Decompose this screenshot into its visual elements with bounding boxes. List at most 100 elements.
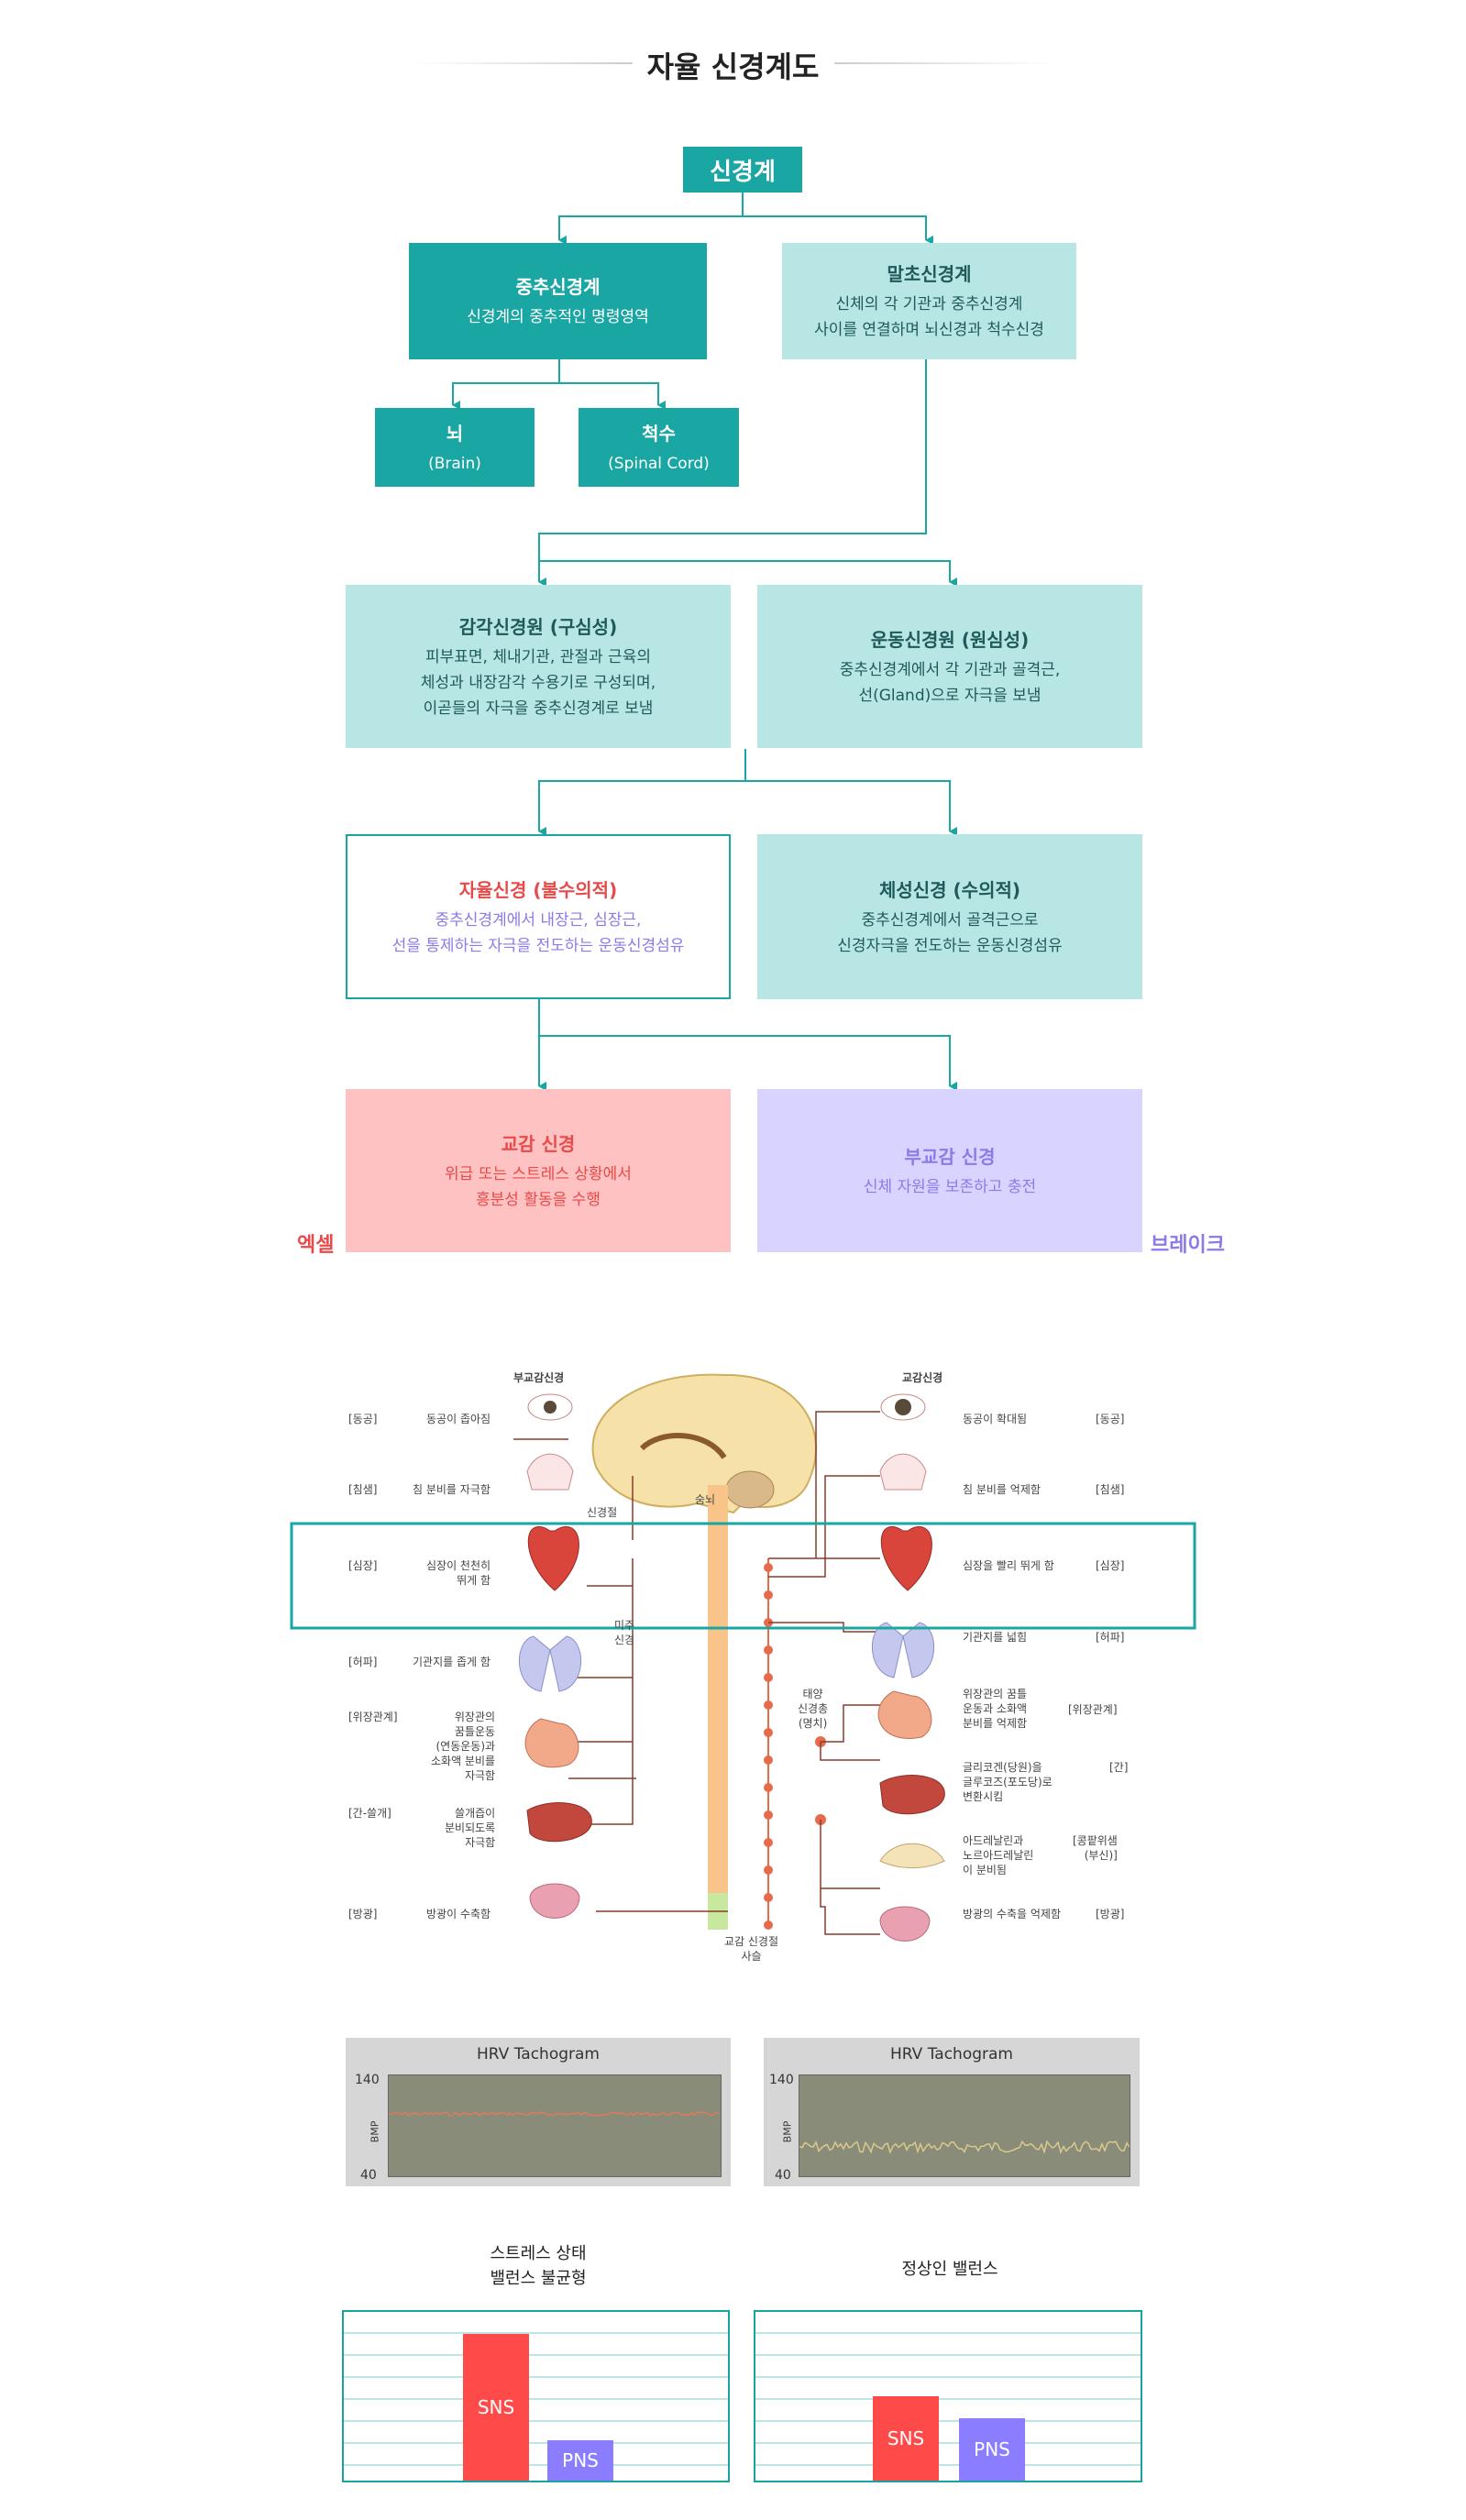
left-tag-heart: [심장]	[348, 1559, 378, 1572]
left-text-liver: 쓸개즙이 분비되도록 자극함	[445, 1807, 496, 1849]
sensory-neuron-node: 감각신경원 (구심성) 피부표면, 체내기관, 관절과 근육의 체성과 내장감각…	[346, 585, 731, 748]
node-desc: 피부표면, 체내기관, 관절과 근육의 체성과 내장감각 수용기로 구성되며, …	[420, 647, 656, 718]
node-title: 체성신경 (수의적)	[878, 878, 1021, 901]
node-title: 운동신경원 (원심성)	[870, 628, 1030, 651]
sympathetic-node: 교감 신경 위급 또는 스트레스 상황에서 흥분성 활동을 수행	[346, 1089, 731, 1252]
medulla-label: 숨뇌	[695, 1493, 716, 1506]
autonomic-nerve-node: 자율신경 (불수의적) 중추신경계에서 내장근, 심장근, 선을 통제하는 자극…	[346, 834, 731, 999]
pns-bar: PNS	[547, 2440, 613, 2481]
node-title: 부교감 신경	[904, 1145, 996, 1168]
hrv-plot-area	[388, 2074, 722, 2177]
spinal-cord-icon	[708, 1485, 728, 1916]
bladder-icon	[529, 1883, 580, 1919]
somatic-nerve-node: 체성신경 (수의적) 중추신경계에서 골격근으로 신경자극을 전도하는 운동신경…	[757, 834, 1142, 999]
bladder-icon	[879, 1906, 931, 1942]
brain-stem-icon	[639, 1433, 727, 1459]
cerebellum-icon	[725, 1470, 775, 1509]
left-tag-salivary: [침샘]	[348, 1483, 378, 1496]
right-text-lungs: 기관지를 넓힘	[963, 1631, 1028, 1644]
hrv-chart-normal: HRV Tachogram 140 40 BMP	[764, 2038, 1140, 2186]
title-rule-right	[834, 62, 1054, 64]
right-tag-pupil: [동공]	[1096, 1413, 1125, 1425]
right-tag-gi: [위장관계]	[1068, 1703, 1118, 1716]
liver-icon	[526, 1802, 592, 1843]
hrv-trace-normal	[799, 2140, 1130, 2155]
node-desc: 위급 또는 스트레스 상황에서 흥분성 활동을 수행	[445, 1164, 632, 1209]
hrv-trace-line	[388, 2111, 720, 2118]
left-text-salivary: 침 분비를 자극함	[413, 1483, 491, 1496]
y-min-tick: 40	[775, 2168, 791, 2183]
salivary-gland-icon	[526, 1453, 574, 1491]
ganglion-label: 신경절	[587, 1506, 618, 1519]
right-text-liver: 글리코겐(당원)을 글루코즈(포도당)로 변환시킴	[963, 1761, 1053, 1803]
left-tag-liver: [간-쓸개]	[348, 1807, 391, 1820]
sns-bar: SNS	[463, 2334, 529, 2481]
node-title: 중추신경계	[515, 276, 601, 298]
parasympathetic-node: 부교감 신경 신체 자원을 보존하고 충전	[757, 1089, 1142, 1252]
peripheral-nervous-node: 말초신경계 신체의 각 기관과 중추신경계 사이를 연결하며 뇌신경과 척수신경	[782, 243, 1076, 359]
left-tag-gi: [위장관계]	[348, 1711, 398, 1723]
right-text-salivary: 침 분비를 억제함	[963, 1483, 1041, 1496]
lungs-icon	[518, 1635, 582, 1692]
vagus-nerve-label: 미주 신경	[614, 1619, 635, 1646]
right-tag-heart: [심장]	[1096, 1559, 1125, 1572]
lungs-icon	[871, 1622, 935, 1678]
autonomic-anatomy-diagram: 부교감신경 교감신경 [동공] 동공이 좁아짐 [침샘] 침 분비를 자극함 […	[290, 1371, 1196, 1963]
left-text-bladder: 방광이 수축함	[426, 1908, 491, 1920]
node-title: 자율신경 (불수의적)	[458, 878, 618, 901]
page-title: 자율 신경계도	[646, 50, 820, 84]
heart-icon	[880, 1525, 932, 1591]
liver-icon	[879, 1775, 945, 1815]
left-tag-lungs: [허파]	[348, 1656, 378, 1668]
hrv-chart-stress: HRV Tachogram 140 40 BMP	[346, 2038, 731, 2186]
node-title: 뇌	[446, 422, 464, 445]
hrv-trace-stress	[388, 2111, 720, 2118]
heart-icon	[527, 1525, 579, 1591]
hrv-trace-line	[799, 2140, 1130, 2155]
node-title: 감각신경원 (구심성)	[458, 615, 618, 638]
flow-connectors	[452, 193, 957, 1091]
stomach-icon	[877, 1690, 932, 1739]
motor-neuron-node: 운동신경원 (원심성) 중추신경계에서 각 기관과 골격근, 선(Gland)으…	[757, 585, 1142, 748]
right-text-bladder: 방광의 수축을 억제함	[963, 1908, 1061, 1920]
y-max-tick: 140	[769, 2073, 794, 2087]
brake-label: 브레이크	[1151, 1234, 1225, 1257]
right-tag-lungs: [허파]	[1096, 1631, 1125, 1644]
salivary-gland-icon	[879, 1453, 927, 1491]
parasympathetic-heading: 부교감신경	[513, 1371, 565, 1384]
node-title: 척수	[642, 422, 676, 445]
sympathetic-ganglia	[764, 1563, 826, 1930]
right-text-adrenal: 아드레날린과 노르아드레날린 이 분비됨	[963, 1834, 1034, 1876]
right-tag-adrenal: [콩팥위샘 (부신)]	[1073, 1834, 1118, 1862]
central-nervous-node: 중추신경계 신경계의 중추적인 명령영역	[409, 243, 707, 359]
stomach-icon	[524, 1718, 579, 1768]
heart-highlight-frame	[290, 1522, 1196, 1630]
hrv-title: HRV Tachogram	[477, 2045, 600, 2063]
node-title: 말초신경계	[887, 263, 972, 285]
right-text-pupil: 동공이 확대됨	[963, 1413, 1028, 1425]
pupil-icon	[895, 1399, 911, 1415]
node-desc: 신체 자원을 보존하고 충전	[863, 1177, 1037, 1196]
sympathetic-heading: 교감신경	[902, 1371, 943, 1384]
title-rule-left	[413, 62, 633, 64]
y-axis-label: BMP	[369, 2120, 381, 2143]
stress-balance-title: 스트레스 상태 밸런스 불균형	[490, 2244, 587, 2288]
node-desc: (Spinal Cord)	[608, 454, 710, 473]
left-tag-bladder: [방광]	[348, 1908, 378, 1920]
normal-balance-chart: SNS PNS	[754, 2310, 1142, 2482]
left-text-gi: 위장관의 꿈틀운동 (연동운동)과 소화액 분비를 자극함	[431, 1711, 496, 1782]
y-max-tick: 140	[355, 2073, 380, 2087]
left-text-heart: 심장이 천천히 뛰게 함	[426, 1559, 491, 1587]
right-text-heart: 심장을 빨리 뛰게 함	[963, 1559, 1054, 1572]
sympathetic-chain-label: 교감 신경절 사슬	[724, 1935, 779, 1963]
node-title: 교감 신경	[501, 1132, 576, 1155]
node-desc: (Brain)	[428, 454, 481, 473]
adrenal-gland-icon	[879, 1843, 945, 1868]
nervous-system-node: 신경계	[683, 147, 802, 193]
right-tag-bladder: [방광]	[1096, 1908, 1125, 1920]
pupil-icon	[544, 1401, 557, 1414]
nerve-lines	[513, 1411, 880, 1935]
right-tag-salivary: [침샘]	[1096, 1483, 1125, 1496]
anatomy-illustration	[290, 1373, 1196, 1942]
y-axis-label: BMP	[781, 2120, 794, 2143]
